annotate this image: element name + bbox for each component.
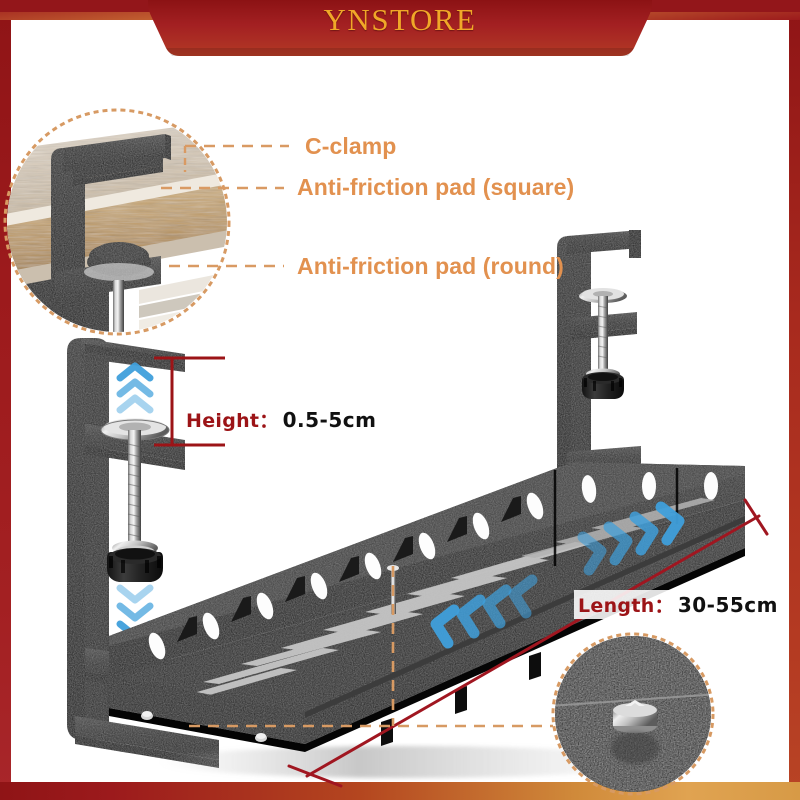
height-callout: Height：0.5-5cm (186, 406, 376, 433)
length-value: 30-55cm (677, 593, 779, 617)
content-panel (11, 0, 789, 782)
brand-title: YNSTORE (323, 2, 477, 37)
height-value: 0.5-5cm (282, 408, 377, 432)
length-callout: Length：30-55cm (574, 590, 783, 619)
annotation-label-pad-square: Anti-friction pad (square) (297, 174, 575, 200)
annotation-label-pad-round: Anti-friction pad (round) (297, 253, 564, 279)
annotation-label-c-clamp: C-clamp (305, 133, 397, 159)
frame-left-border (0, 0, 11, 800)
header-banner: YNSTORE (0, 0, 800, 62)
frame-bottom-border (0, 782, 800, 800)
height-label: Height： (186, 410, 279, 432)
length-label: Length： (578, 595, 674, 617)
frame-right-border (789, 0, 800, 800)
